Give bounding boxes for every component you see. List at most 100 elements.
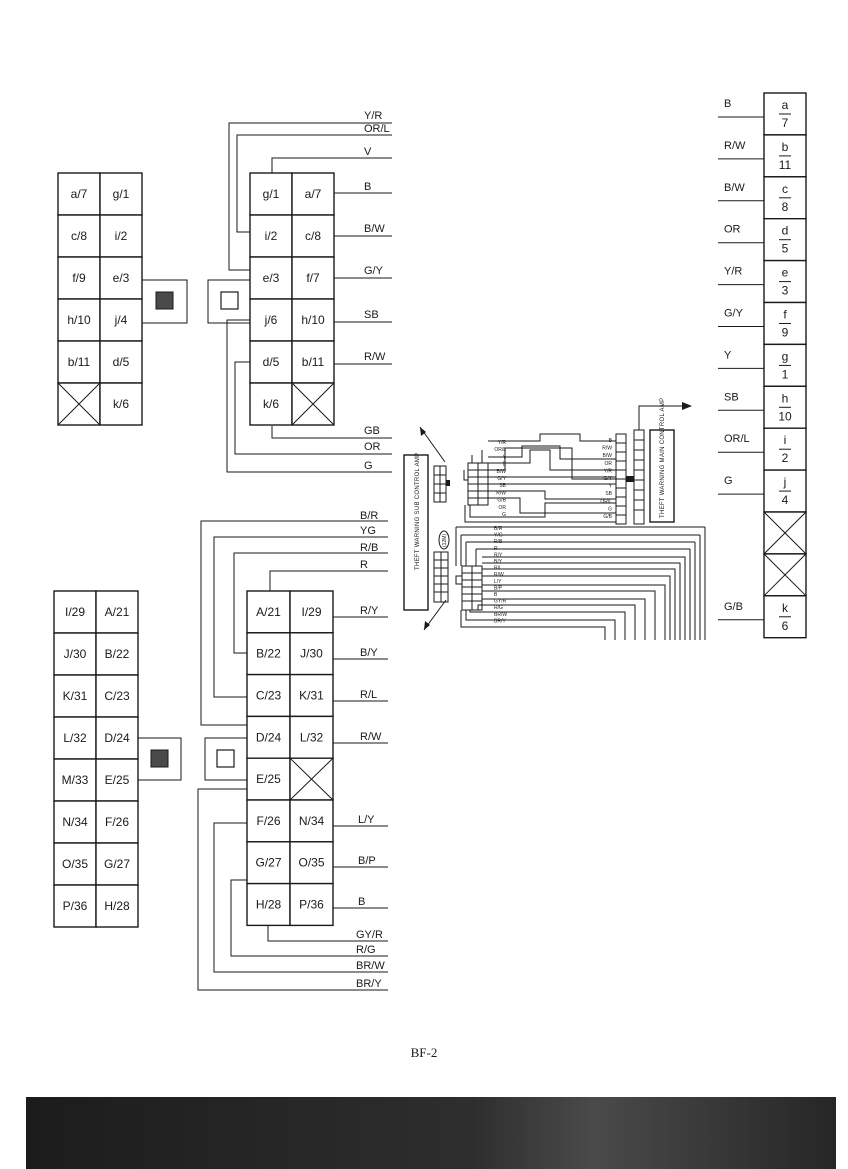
bottom-left-terminal-cell <box>53 800 97 844</box>
terminal-label: E/25 <box>256 772 281 786</box>
main-control-amp <box>649 429 675 523</box>
bottom-mid-connector-cell <box>246 590 291 634</box>
wire-label: SB <box>499 483 506 489</box>
wire-label: Y <box>503 454 507 460</box>
right-connector: a7Bb11R/Wc8B/Wd5ORe3Y/Rf9G/Yg1Yh10SBi2OR… <box>718 92 807 639</box>
terminal-label: N/34 <box>62 815 88 829</box>
wire-label: Y <box>724 349 732 361</box>
wire-label: Y <box>609 484 613 490</box>
wire-label: G <box>364 460 373 472</box>
terminal-label: P/36 <box>63 899 88 913</box>
wire-label: SB <box>364 309 379 321</box>
wire-label: G/B <box>724 601 743 613</box>
terminal-label: b/11 <box>68 355 91 369</box>
wire-label: Y/G <box>494 533 503 539</box>
wire-label: GY/R <box>494 599 507 605</box>
terminal-number: 5 <box>782 242 789 256</box>
wire-label: BR/Y <box>494 618 506 624</box>
terminal-connector-symbol-bottom <box>138 737 182 781</box>
terminal-label: d/5 <box>263 355 280 369</box>
wire-label: G/B <box>603 514 612 520</box>
terminal-label: B/22 <box>105 647 130 661</box>
wire-label: R/Y <box>494 552 503 558</box>
top-mid-connector-cell <box>291 298 335 342</box>
wire-label: B <box>494 592 498 598</box>
wire-label: G/Y <box>364 265 384 277</box>
wire-label: OR <box>605 461 613 467</box>
terminal-label: k/6 <box>263 397 279 411</box>
wire-label: B/Y <box>494 559 503 565</box>
main-amp-label: THEFT WARNING MAIN CONTROL AMP <box>660 398 666 518</box>
bottom-mid-connector-cell <box>289 882 334 927</box>
wire-label: B <box>503 462 507 468</box>
wire-label: GB <box>364 425 380 437</box>
wire-label: BR/W <box>356 960 385 972</box>
top-left-terminal-cell <box>57 172 101 216</box>
terminal-label: e/3 <box>263 271 280 285</box>
wire-label: B/P <box>358 855 376 867</box>
wire-label: OR/L <box>724 433 750 445</box>
unused-terminal-cross <box>763 553 807 597</box>
terminal-label: J/30 <box>64 647 87 661</box>
wire-label: B/R <box>494 526 503 532</box>
terminal-label: j/4 <box>114 313 128 327</box>
wire-label: B <box>724 98 731 110</box>
bottom-left-terminal-cell <box>95 842 139 886</box>
wire-label: R/W <box>724 140 746 152</box>
top-mid-wiring <box>226 122 392 473</box>
wire-label: OR <box>724 224 741 236</box>
terminal-letter: k <box>782 601 789 615</box>
terminal-label: G/27 <box>104 857 130 871</box>
terminal-label: h/10 <box>301 313 325 327</box>
page-number: BF-2 <box>411 1045 438 1060</box>
wire-label: B/P <box>494 585 503 591</box>
terminal-label: b/11 <box>302 355 325 369</box>
terminal-connector-symbol-top <box>142 279 188 324</box>
terminal-label: C/23 <box>104 689 130 703</box>
wire-label: BR/Y <box>356 978 382 990</box>
terminal-label: H/28 <box>104 899 130 913</box>
wire-label: R/W <box>360 731 382 743</box>
terminal-number: 8 <box>782 200 789 214</box>
top-mid-connector-cell <box>291 172 335 216</box>
bottom-mid-wiring <box>197 520 388 991</box>
bottom-left-terminal-cell <box>95 632 139 676</box>
terminal-label: F/26 <box>105 815 129 829</box>
wire-label: Y/R <box>724 266 742 278</box>
wire-label: OR/L <box>494 447 506 453</box>
wire-label: G/Y <box>724 308 744 320</box>
terminal-label: A/21 <box>105 605 130 619</box>
bottom-mid-connector-cell <box>289 841 334 885</box>
wire-label: B/Y <box>360 647 378 659</box>
top-left-terminal-cell <box>99 256 143 300</box>
terminal-label: I/29 <box>301 605 321 619</box>
terminal-letter: j <box>783 475 787 489</box>
terminal-letter: f <box>783 308 787 322</box>
wire-label: R/G <box>356 944 376 956</box>
wire-label: G/B <box>497 498 506 504</box>
wire-label: R/Y <box>360 605 379 617</box>
terminal-letter: e <box>782 266 789 280</box>
terminal-label: B/22 <box>256 647 281 661</box>
terminal-label: L/32 <box>63 731 87 745</box>
terminal-label: j/6 <box>264 313 278 327</box>
bottom-mid-wire-labels: B/R YG R/B R R/Y B/Y R/L R/W L/Y B/P B G… <box>356 510 385 990</box>
wire-label: Y/R <box>604 468 613 474</box>
terminal-label: O/35 <box>298 856 324 870</box>
top-left-terminal-cell <box>99 340 143 384</box>
connector-symbol-top-open <box>207 279 250 324</box>
terminal-label: D/24 <box>256 730 282 744</box>
terminal-label: a/7 <box>305 187 322 201</box>
terminal-label: K/31 <box>63 689 88 703</box>
wire-label: Y/R <box>498 440 507 446</box>
terminal-label: P/36 <box>299 898 324 912</box>
wire-label: R/B <box>494 539 503 545</box>
top-mid-connector-cell <box>249 256 293 300</box>
terminal-label: d/5 <box>113 355 130 369</box>
scanner-edge-band <box>26 1097 836 1169</box>
terminal-label: M/33 <box>62 773 89 787</box>
terminal-label: G/27 <box>255 856 281 870</box>
